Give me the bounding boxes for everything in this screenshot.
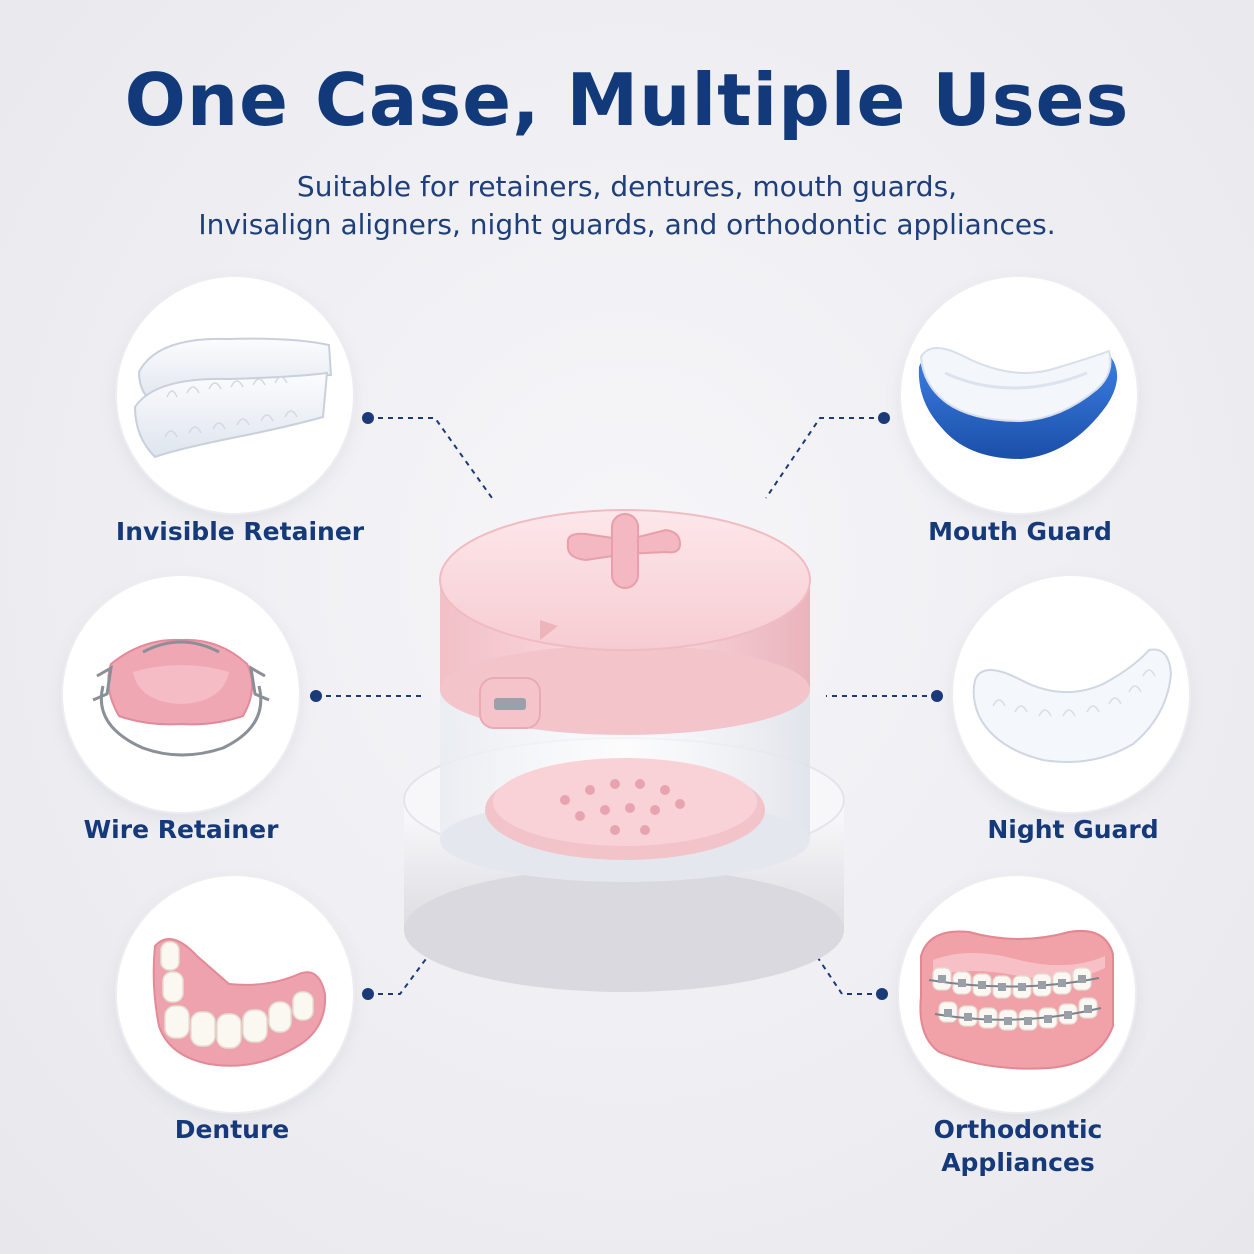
page-title: One Case, Multiple Uses (124, 58, 1130, 142)
mouth-guard-icon (918, 347, 1118, 459)
connector-mouth-guard (765, 417, 884, 499)
braces-icon (919, 930, 1114, 1070)
orthodontic-image (899, 876, 1135, 1112)
denture-image (117, 876, 353, 1112)
orthodontic-label-line-1: Orthodontic (933, 1115, 1103, 1144)
wire-retainer-icon (92, 638, 270, 757)
night-guard-image (953, 576, 1189, 812)
wire-retainer-image (63, 576, 299, 812)
denture-icon (152, 937, 327, 1067)
orthodontic-label: Orthodontic Appliances (868, 1113, 1168, 1179)
mouth-guard-label: Mouth Guard (928, 517, 1112, 546)
clear-base (440, 690, 810, 882)
retainer-case-image (403, 509, 845, 992)
denture-label: Denture (174, 1115, 290, 1144)
subtitle-line-1: Suitable for retainers, dentures, mouth … (296, 170, 958, 203)
subtitle: Suitable for retainers, dentures, mouth … (0, 168, 1254, 244)
connector-dot-orthodontic (876, 988, 888, 1000)
night-guard-icon (972, 648, 1173, 763)
mouth-guard-image (901, 277, 1137, 513)
connector-dot-invisible-retainer (362, 412, 374, 424)
connector-denture (368, 939, 441, 995)
wire-retainer-label: Wire Retainer (83, 815, 279, 844)
orthodontic-label-line-2: Appliances (941, 1148, 1095, 1177)
night-guard-label: Night Guard (987, 815, 1159, 844)
invisible-retainer-label: Invisible Retainer (115, 517, 365, 546)
connector-dot-denture (362, 988, 374, 1000)
connector-dot-wire-retainer (310, 690, 322, 702)
connector-dot-mouth-guard (878, 412, 890, 424)
connector-dot-night-guard (931, 690, 943, 702)
pink-lid (439, 509, 811, 735)
subtitle-line-2: Invisalign aligners, night guards, and o… (198, 208, 1056, 241)
lid-handle (566, 513, 682, 589)
connector-invisible-retainer (368, 417, 493, 499)
clear-aligner-icon (133, 337, 333, 459)
invisible-retainer-image (117, 277, 353, 513)
